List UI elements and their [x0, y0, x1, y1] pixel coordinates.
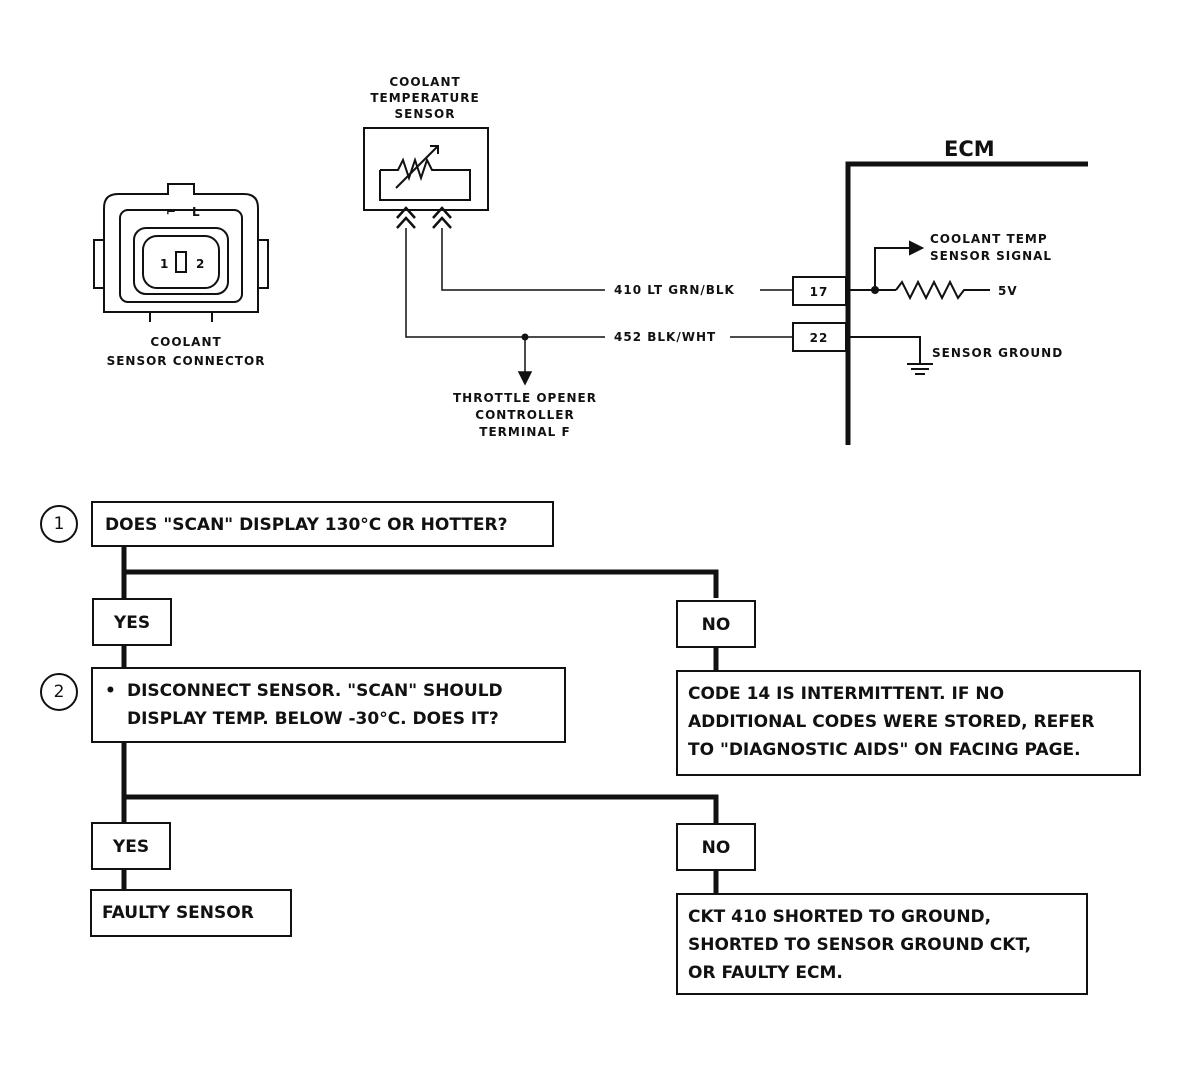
- connector-pin-2: 2: [196, 257, 205, 271]
- connector-key-right: L: [192, 205, 201, 219]
- yes-2-label: YES: [112, 837, 150, 857]
- ground-wire: [405, 228, 793, 386]
- no-2-result-line2: SHORTED TO SENSOR GROUND CKT,: [688, 935, 1032, 955]
- yes-2-box: YES: [91, 822, 171, 870]
- signal-wire-label: 410 LT GRN/BLK: [614, 283, 735, 297]
- no-2-result-line1: CKT 410 SHORTED TO GROUND,: [688, 907, 992, 927]
- step-2-circle: 2: [40, 673, 78, 711]
- no-2-label: NO: [701, 838, 731, 858]
- signal-node-dot: [871, 286, 879, 294]
- no-1-box: NO: [676, 600, 756, 648]
- sensor-title-line2: TEMPERATURE: [370, 91, 479, 105]
- ecm-outline: [845, 161, 1088, 445]
- yes-2-result: FAULTY SENSOR: [102, 903, 254, 923]
- sensor-title-line1: COOLANT: [389, 75, 460, 89]
- connector-pin-1: 1: [160, 257, 169, 271]
- no-1-result-line3: TO "DIAGNOSTIC AIDS" ON FACING PAGE.: [688, 740, 1081, 760]
- no-1-label: NO: [701, 615, 731, 635]
- ground-wire-label: 452 BLK/WHT: [614, 330, 716, 344]
- throttle-label-line3: TERMINAL F: [479, 425, 570, 439]
- sensor-title-line3: SENSOR: [395, 107, 456, 121]
- step-1-number: 1: [53, 514, 65, 534]
- step-1-question: DOES "SCAN" DISPLAY 130°C OR HOTTER?: [105, 515, 508, 535]
- splice-dot: [521, 333, 529, 341]
- ground-symbol: [850, 336, 933, 375]
- yes-1-label: YES: [113, 613, 151, 633]
- step-2-question-box: • DISCONNECT SENSOR. "SCAN" SHOULD DISPLA…: [91, 667, 566, 743]
- no-2-result-line3: OR FAULTY ECM.: [688, 963, 843, 983]
- sensor-connector-drawing: [93, 183, 269, 322]
- connector-label-line1: COOLANT: [150, 335, 221, 349]
- step-2-line2: DISPLAY TEMP. BELOW -30°C. DOES IT?: [127, 709, 499, 729]
- no-2-box: NO: [676, 823, 756, 871]
- ecm-title: ECM: [944, 137, 995, 161]
- step-2-line1: DISCONNECT SENSOR. "SCAN" SHOULD: [127, 681, 503, 701]
- flow-lines: [121, 545, 719, 894]
- terminal-chevrons: [396, 206, 452, 229]
- signal-label-line2: SENSOR SIGNAL: [930, 249, 1052, 263]
- ecm-pin-17-box: [792, 276, 847, 306]
- faulty-sensor-box: FAULTY SENSOR: [90, 889, 292, 937]
- code-14-intermittent-box: CODE 14 IS INTERMITTENT. IF NO ADDITIONA…: [676, 670, 1141, 776]
- throttle-label-line1: THROTTLE OPENER: [453, 391, 597, 405]
- supply-label: 5V: [998, 284, 1018, 298]
- ckt-410-shorted-box: CKT 410 SHORTED TO GROUND, SHORTED TO SE…: [676, 893, 1088, 995]
- no-1-result-line2: ADDITIONAL CODES WERE STORED, REFER: [688, 712, 1095, 732]
- connector-label-line2: SENSOR CONNECTOR: [107, 354, 266, 368]
- ecm-pin-22-box: [792, 322, 847, 352]
- sensor-ground-label: SENSOR GROUND: [932, 346, 1063, 360]
- step-1-circle: 1: [40, 505, 78, 543]
- signal-label-line1: COOLANT TEMP: [930, 232, 1048, 246]
- connector-key-left: ⌐: [166, 205, 177, 219]
- step-1-question-box: DOES "SCAN" DISPLAY 130°C OR HOTTER?: [91, 501, 554, 547]
- step-2-number: 2: [53, 682, 65, 702]
- thermistor-symbol: [363, 127, 489, 211]
- step-2-bullet: •: [105, 681, 116, 701]
- signal-wire: [441, 228, 793, 291]
- ecm-pin-22: 22: [810, 331, 829, 345]
- throttle-label-line2: CONTROLLER: [475, 408, 574, 422]
- yes-1-box: YES: [92, 598, 172, 646]
- ecm-pin-17: 17: [810, 285, 829, 299]
- no-1-result-line1: CODE 14 IS INTERMITTENT. IF NO: [688, 684, 1005, 704]
